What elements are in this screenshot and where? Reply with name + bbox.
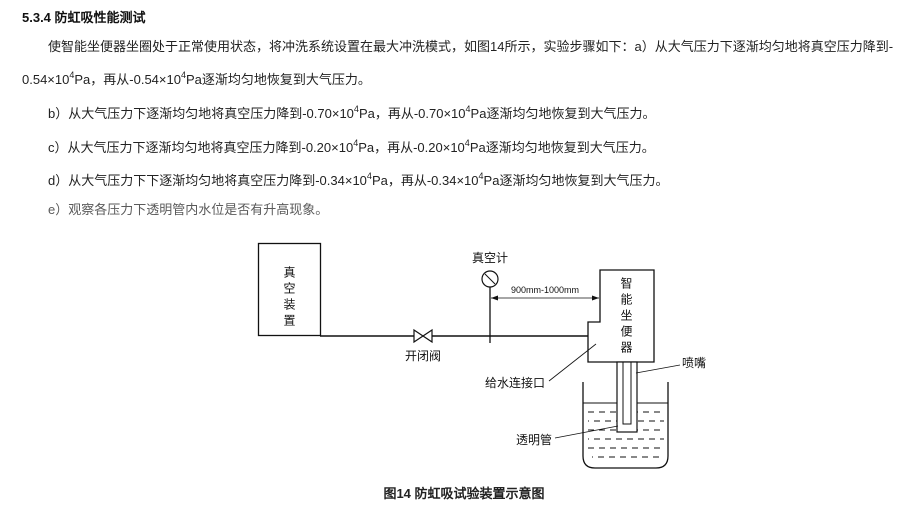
distance-label: 900mm-1000mm	[510, 285, 580, 295]
step-c-text-1: c）从大气压力下逐渐均匀地将真空压力降到-0.20×10	[48, 140, 354, 155]
water-container	[582, 382, 669, 469]
dimension-arrow-left	[491, 295, 498, 301]
vacuum-gauge-label: 真空计	[471, 251, 508, 265]
step-a-text-3: Pa逐渐均匀地恢复到大气压力。	[185, 72, 371, 87]
leader-line-transparent-tube	[554, 425, 619, 439]
step-a-continuation: 0.54×104Pa，再从-0.54×104Pa逐渐均匀地恢复到大气压力。	[22, 71, 371, 89]
smart-toilet-body	[587, 269, 655, 363]
transparent-tube	[616, 361, 638, 433]
on-off-valve-symbol	[413, 328, 433, 344]
step-c-line: c）从大气压力下逐渐均匀地将真空压力降到-0.20×104Pa，再从-0.20×…	[48, 139, 655, 157]
nozzle-label: 喷嘴	[681, 356, 706, 370]
intro-paragraph-line: 使智能坐便器坐圈处于正常使用状态，将冲洗系统设置在最大冲洗模式，如图14所示，实…	[48, 39, 894, 54]
nozzle	[622, 362, 632, 425]
step-e-line: e）观察各压力下透明管内水位是否有升高现象。	[48, 202, 329, 217]
step-b-line: b）从大气压力下逐渐均匀地将真空压力降到-0.70×104Pa，再从-0.70×…	[48, 105, 655, 123]
exponent: 4	[464, 138, 470, 148]
step-b-text-3: Pa逐渐均匀地恢复到大气压力。	[470, 106, 656, 121]
step-c-text-3: Pa逐渐均匀地恢复到大气压力。	[469, 140, 655, 155]
exponent: 4	[478, 171, 484, 181]
water-inlet-label: 给水连接口	[484, 376, 545, 390]
gauge-needle	[484, 273, 496, 285]
smart-toilet-label: 智能坐便器	[619, 277, 633, 357]
leader-line-water-inlet	[548, 343, 597, 382]
exponent: 4	[353, 104, 359, 114]
step-d-text-3: Pa逐渐均匀地恢复到大气压力。	[483, 173, 669, 188]
figure-caption: 图14 防虹吸试验装置示意图	[383, 486, 545, 501]
step-d-line: d）从大气压力下下逐渐均匀地将真空压力降到-0.34×104Pa，再从-0.34…	[48, 172, 668, 190]
exponent: 4	[180, 70, 186, 80]
vacuum-device-label: 真空装置	[282, 266, 296, 330]
exponent: 4	[353, 138, 359, 148]
exponent: 4	[465, 104, 471, 114]
step-d-text-1: d）从大气压力下下逐渐均匀地将真空压力降到-0.34×10	[48, 173, 367, 188]
step-a-text-1: 0.54×10	[22, 72, 70, 87]
transparent-tube-label: 透明管	[515, 433, 552, 447]
step-b-text-1: b）从大气压力下逐渐均匀地将真空压力降到-0.70×10	[48, 106, 354, 121]
section-heading: 5.3.4 防虹吸性能测试	[22, 10, 146, 25]
on-off-valve-label: 开闭阀	[404, 349, 441, 363]
step-d-text-2: Pa，再从-0.34×10	[371, 173, 479, 188]
step-a-text-2: Pa，再从-0.54×10	[74, 72, 181, 87]
step-b-text-2: Pa，再从-0.70×10	[358, 106, 466, 121]
dimension-arrow-right	[592, 295, 599, 301]
step-c-text-2: Pa，再从-0.20×10	[358, 140, 465, 155]
exponent: 4	[69, 70, 75, 80]
vacuum-device-box	[257, 242, 322, 337]
leader-line-nozzle	[635, 364, 681, 374]
exponent: 4	[366, 171, 372, 181]
